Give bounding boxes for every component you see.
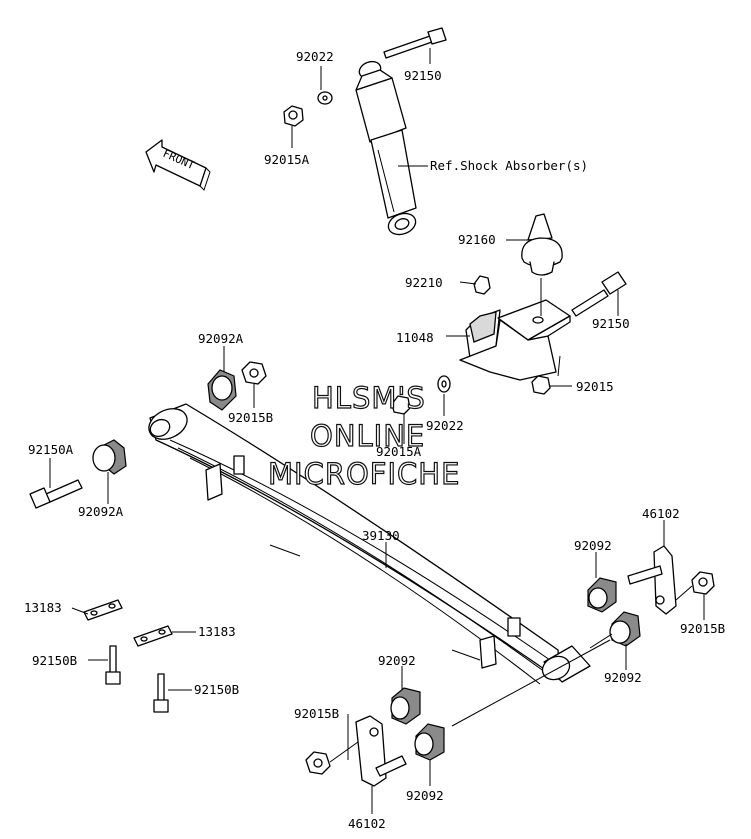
watermark: HLSM'S ONLINE MICROFICHE — [267, 380, 460, 491]
bushing-92092A-left — [92, 439, 127, 475]
watermark-line-2: ONLINE — [310, 419, 425, 453]
label-92015B-top: 92015B — [228, 410, 273, 425]
label-46102-right: 46102 — [642, 506, 680, 521]
label-92092-r1: 92092 — [574, 538, 612, 553]
label-92150-top: 92150 — [404, 68, 442, 83]
bolt-92150B-mid — [153, 673, 169, 713]
bracket-11048 — [459, 299, 571, 381]
washer-92022-mid — [437, 375, 451, 393]
label-92022-top: 92022 — [296, 49, 334, 64]
label-92092-mid: 92092 — [378, 653, 416, 668]
shock-absorber — [355, 60, 417, 236]
front-arrow-icon: FRONT — [145, 139, 211, 191]
label-92092-r2: 92092 — [604, 670, 642, 685]
label-92092A-left: 92092A — [78, 504, 124, 519]
leader-lines — [49, 48, 705, 814]
label-39130: 39130 — [362, 528, 400, 543]
shackle-46102-bottom — [355, 715, 407, 787]
bolt-92150-mid — [571, 271, 627, 317]
nut-92210 — [473, 275, 491, 295]
label-92022-mid: 92022 — [426, 418, 464, 433]
label-ref-shock-absorber: Ref.Shock Absorber(s) — [430, 158, 588, 173]
nut-92015A-mid — [391, 395, 411, 415]
shackle-46102-right — [627, 545, 677, 615]
bushing-92092-bottom — [414, 723, 445, 761]
watermark-line-3: MICROFICHE — [268, 457, 460, 491]
nut-92015B-right — [691, 571, 715, 595]
label-92015B-right: 92015B — [680, 621, 725, 636]
washer-92022-top — [317, 91, 333, 105]
label-92150-mid: 92150 — [592, 316, 630, 331]
nut-92015 — [531, 375, 551, 395]
nut-92015B-top — [241, 361, 267, 385]
label-92092A-top: 92092A — [198, 331, 244, 346]
bushing-92092A-top — [207, 369, 237, 411]
nut-92015B-bottom — [305, 751, 331, 775]
bump-stop-92160 — [521, 213, 563, 276]
nut-92015A-top — [283, 105, 304, 127]
label-92015: 92015 — [576, 379, 614, 394]
bushing-92092-mid — [390, 687, 421, 725]
label-92160: 92160 — [458, 232, 496, 247]
bolt-92150B-left — [105, 645, 121, 685]
label-92150A: 92150A — [28, 442, 74, 457]
label-46102-bottom: 46102 — [348, 816, 386, 831]
label-92015A-mid: 92015A — [376, 444, 422, 459]
plate-13183-left — [83, 599, 123, 621]
label-92015B-bottom: 92015B — [294, 706, 339, 721]
bushing-92092-r1 — [587, 577, 617, 613]
label-92092-bottom: 92092 — [406, 788, 444, 803]
label-92210: 92210 — [405, 275, 443, 290]
bolt-92150-top — [383, 27, 447, 59]
label-92150B-mid: 92150B — [194, 682, 239, 697]
label-92015A-top: 92015A — [264, 152, 310, 167]
leaf-spring-39130 — [148, 403, 591, 685]
label-13183-left: 13183 — [24, 600, 62, 615]
plate-13183-mid — [133, 625, 173, 647]
bushing-92092-r2 — [609, 611, 641, 647]
label-13183-mid: 13183 — [198, 624, 236, 639]
label-11048: 11048 — [396, 330, 434, 345]
watermark-line-1: HLSM'S — [312, 381, 426, 415]
part-labels: 92022 92150 92015A Ref.Shock Absorber(s)… — [24, 49, 725, 831]
bolt-92150A — [29, 479, 83, 509]
label-92150B-left: 92150B — [32, 653, 77, 668]
